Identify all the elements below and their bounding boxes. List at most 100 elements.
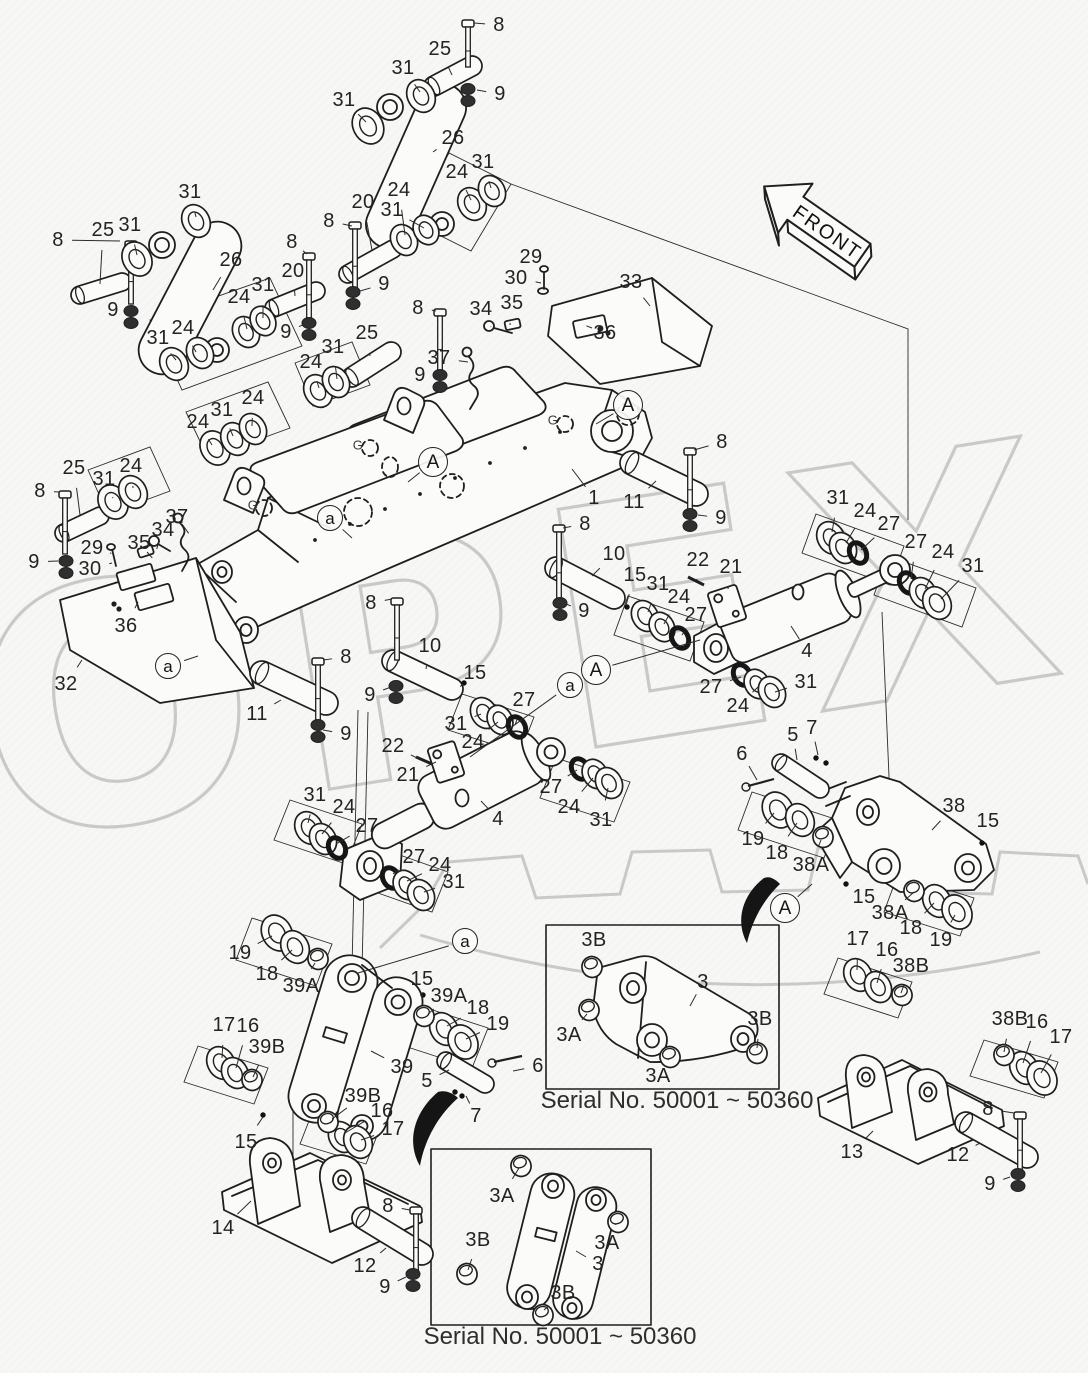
washer-ring — [784, 802, 816, 838]
callout-label: 25 — [62, 457, 86, 479]
snap-ring — [325, 835, 349, 861]
callout-label: 27 — [904, 531, 928, 553]
nut-pair — [388, 680, 404, 704]
pin — [771, 753, 830, 799]
callout-label: 3B — [550, 1282, 576, 1304]
cotter-pin — [747, 777, 775, 788]
callout-label: 3A — [645, 1065, 671, 1087]
nut-pair — [58, 555, 74, 579]
callout-label: 30 — [504, 267, 528, 289]
callout-label: 19 — [741, 828, 765, 850]
washer-ring — [447, 1024, 479, 1060]
callout-label: 18 — [466, 997, 490, 1019]
nut-pair — [310, 719, 326, 743]
washer-ring — [249, 305, 277, 337]
leader-lines — [47, 22, 1052, 1311]
washer-ring — [941, 894, 973, 930]
callout-label: 24 — [171, 317, 195, 339]
bushing — [307, 947, 329, 971]
callout-label: 9 — [379, 1276, 391, 1298]
parts-linework: FRONT — [59, 82, 1005, 1326]
bushing — [581, 955, 603, 979]
callout-label: 5 — [421, 1070, 433, 1092]
callout-label: 8 — [323, 210, 335, 232]
washer-ring — [863, 970, 893, 1004]
bolt — [390, 597, 404, 661]
callout-label: 9 — [984, 1173, 996, 1195]
nut-pair — [682, 508, 698, 532]
callout-label: 9 — [364, 684, 376, 706]
callout-label: 8 — [579, 513, 591, 535]
front-arrow: FRONT — [763, 182, 873, 281]
washer-ring — [238, 412, 268, 446]
callout-label: 9 — [107, 299, 119, 321]
callout-label: 24 — [853, 500, 877, 522]
callout-label: 39A — [282, 975, 320, 997]
washer-ring — [185, 336, 215, 370]
callout-label: 8 — [412, 297, 424, 319]
callout-label: 27 — [512, 689, 536, 711]
callout-label: 36 — [593, 322, 617, 344]
rivet — [453, 476, 457, 480]
callout-label: 26 — [441, 127, 465, 149]
callout-label: 11 — [246, 703, 268, 725]
callout-label: 3A — [556, 1024, 582, 1046]
callout-label: 15 — [234, 1131, 258, 1153]
grease-fitting — [823, 760, 829, 766]
callout-label: 3 — [592, 1253, 604, 1275]
callout-label: 15 — [852, 886, 876, 908]
callout-label: 4 — [801, 640, 813, 662]
foot-13 — [817, 1054, 1005, 1165]
callout-label: 31 — [210, 399, 234, 421]
callout-label: 8 — [52, 229, 64, 251]
weld-mark-label: G — [352, 437, 364, 453]
grease-fitting — [452, 1089, 458, 1095]
link-39 — [287, 954, 424, 1142]
callout-label: 20 — [281, 260, 305, 282]
callout-label: 9 — [494, 83, 506, 105]
callout-label: 24 — [461, 731, 485, 753]
link-38 — [813, 775, 995, 893]
callout-label: 21 — [719, 556, 743, 578]
callout-label: 8 — [716, 431, 728, 453]
callout-label: 16 — [1025, 1011, 1049, 1033]
ref-marker-A: A — [581, 655, 611, 685]
callout-label: 38B — [991, 1008, 1029, 1030]
callout-label: 31 — [178, 181, 202, 203]
callout-label: 38A — [792, 854, 830, 876]
callout-label: 8 — [365, 592, 377, 614]
ref-marker-a: a — [317, 505, 343, 531]
snap-ring — [505, 714, 529, 740]
grease-fitting — [624, 604, 630, 610]
rivet — [383, 507, 387, 511]
callout-label: 9 — [378, 273, 390, 295]
callout-label: 39A — [430, 985, 468, 1007]
hardware-primitives — [54, 19, 1058, 1327]
set-screw — [415, 755, 433, 766]
callout-label: 8 — [493, 14, 505, 36]
grease-fitting — [979, 840, 985, 846]
callout-label: 32 — [54, 673, 78, 695]
washer-ring — [757, 675, 787, 709]
bushing — [746, 1041, 768, 1065]
washer-ring — [351, 107, 385, 145]
bolt — [461, 19, 475, 68]
nut-pair — [301, 317, 317, 341]
callout-label: 31 — [92, 468, 116, 490]
watermark-gear-arc — [419, 933, 1041, 987]
callout-label: 35 — [127, 532, 151, 554]
watermark-gear-teeth — [378, 846, 1088, 950]
callout-label: 24 — [241, 387, 265, 409]
callout-label: 15 — [623, 564, 647, 586]
callout-label: 8 — [340, 646, 352, 668]
callout-label: 25 — [91, 219, 115, 241]
nut-pair — [405, 1268, 421, 1292]
cotter-pin — [493, 1054, 523, 1064]
bushing — [510, 1154, 532, 1178]
nut-pair — [123, 305, 139, 329]
callout-label: 18 — [765, 842, 789, 864]
washer-ring — [180, 203, 212, 239]
callout-label: 36 — [114, 615, 138, 637]
callout-label: 3B — [465, 1229, 491, 1251]
